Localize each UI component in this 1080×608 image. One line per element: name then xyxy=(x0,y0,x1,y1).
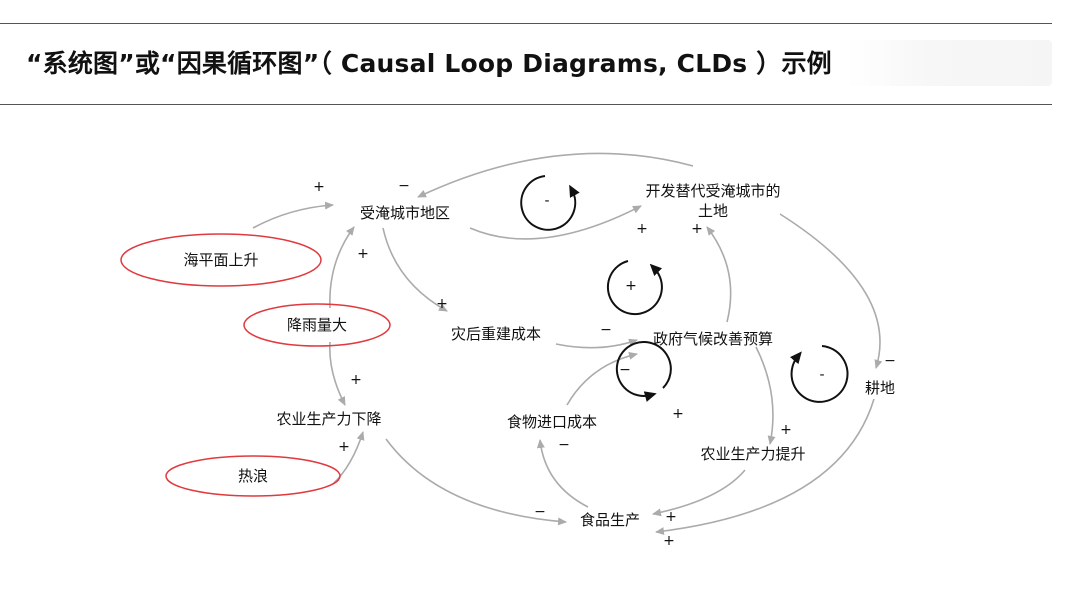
loop1-arrow xyxy=(520,175,580,231)
arrow-land-to-city xyxy=(417,152,694,198)
sign-sea-to-city: + xyxy=(313,179,325,195)
sign-rain-to-city: + xyxy=(357,246,369,262)
sign-ag-to-prod: − xyxy=(534,504,546,520)
loop2-arrow xyxy=(606,260,663,316)
sign-import-to-budget: − xyxy=(619,362,631,378)
sign-heat-to-ag: + xyxy=(338,439,350,455)
top-rule xyxy=(0,23,1052,24)
sign-land-to-farmland: − xyxy=(884,353,896,369)
arrow-budget-to-agrise xyxy=(755,346,776,445)
node-sea-level: 海平面上升 xyxy=(183,251,258,269)
node-alt-land-line1: 开发替代受淹城市的 xyxy=(645,182,780,200)
sign-prod-to-import: − xyxy=(558,437,570,453)
node-heatwave: 热浪 xyxy=(238,467,268,485)
node-food-prod: 食品生产 xyxy=(580,511,640,529)
sign-agrise-to-prod: + xyxy=(665,509,677,525)
arrow-rebuild-to-budget xyxy=(555,338,638,349)
loop3-arrow xyxy=(615,340,672,402)
sign-rain-to-ag: + xyxy=(350,372,362,388)
loop4-arrow xyxy=(789,345,849,403)
sign-farmland-to-prod: + xyxy=(663,533,675,549)
sign-city-to-land: + xyxy=(636,221,648,237)
ellipse-sea-level xyxy=(120,233,322,287)
arrow-rain-to-city xyxy=(329,226,355,309)
arrow-import-to-budget xyxy=(566,351,638,406)
arrow-prod-to-import xyxy=(536,439,589,508)
sign-land-to-city: − xyxy=(398,178,410,194)
arrow-budget-to-land xyxy=(706,226,732,323)
loop4-sign: - xyxy=(819,367,824,383)
node-food-import: 食物进口成本 xyxy=(507,413,597,431)
loop1-sign: - xyxy=(544,193,549,209)
sign-budget-to-agrise: + xyxy=(780,422,792,438)
arrow-rain-to-ag xyxy=(328,341,346,406)
arrow-sea-to-city xyxy=(252,201,334,229)
arrow-ag-to-prod xyxy=(385,438,567,526)
page-title: “系统图”或“因果循环图”（ Causal Loop Diagrams, CLD… xyxy=(26,49,832,78)
faded-logo-area xyxy=(846,40,1052,86)
loop2-sign: + xyxy=(625,278,637,294)
sign-rebuild-to-budget: − xyxy=(600,322,612,338)
arrow-city-to-land xyxy=(469,205,642,240)
ellipse-rainfall xyxy=(243,303,391,347)
node-ag-rise: 农业生产力提升 xyxy=(700,445,805,463)
arrow-land-to-farmland xyxy=(779,213,883,369)
node-gov-budget: 政府气候改善预算 xyxy=(653,330,773,348)
node-ag-decline: 农业生产力下降 xyxy=(276,410,381,428)
arrow-city-to-rebuild xyxy=(382,227,448,312)
arrow-farmland-to-prod xyxy=(655,398,875,536)
title-underline xyxy=(0,104,1052,105)
arrow-heat-to-ag xyxy=(332,431,365,485)
node-farmland: 耕地 xyxy=(865,379,895,397)
node-rebuild-cost: 灾后重建成本 xyxy=(451,325,541,343)
ellipse-heatwave xyxy=(165,455,341,497)
arrow-agrise-to-prod xyxy=(652,469,746,517)
node-alt-land-line2: 土地 xyxy=(698,202,728,220)
sign-city-to-rebuild: + xyxy=(436,296,448,312)
sign-budget-to-land: + xyxy=(691,221,703,237)
node-flood-city: 受淹城市地区 xyxy=(360,204,450,222)
loop3-sign: + xyxy=(672,406,684,422)
node-rainfall: 降雨量大 xyxy=(287,316,347,334)
